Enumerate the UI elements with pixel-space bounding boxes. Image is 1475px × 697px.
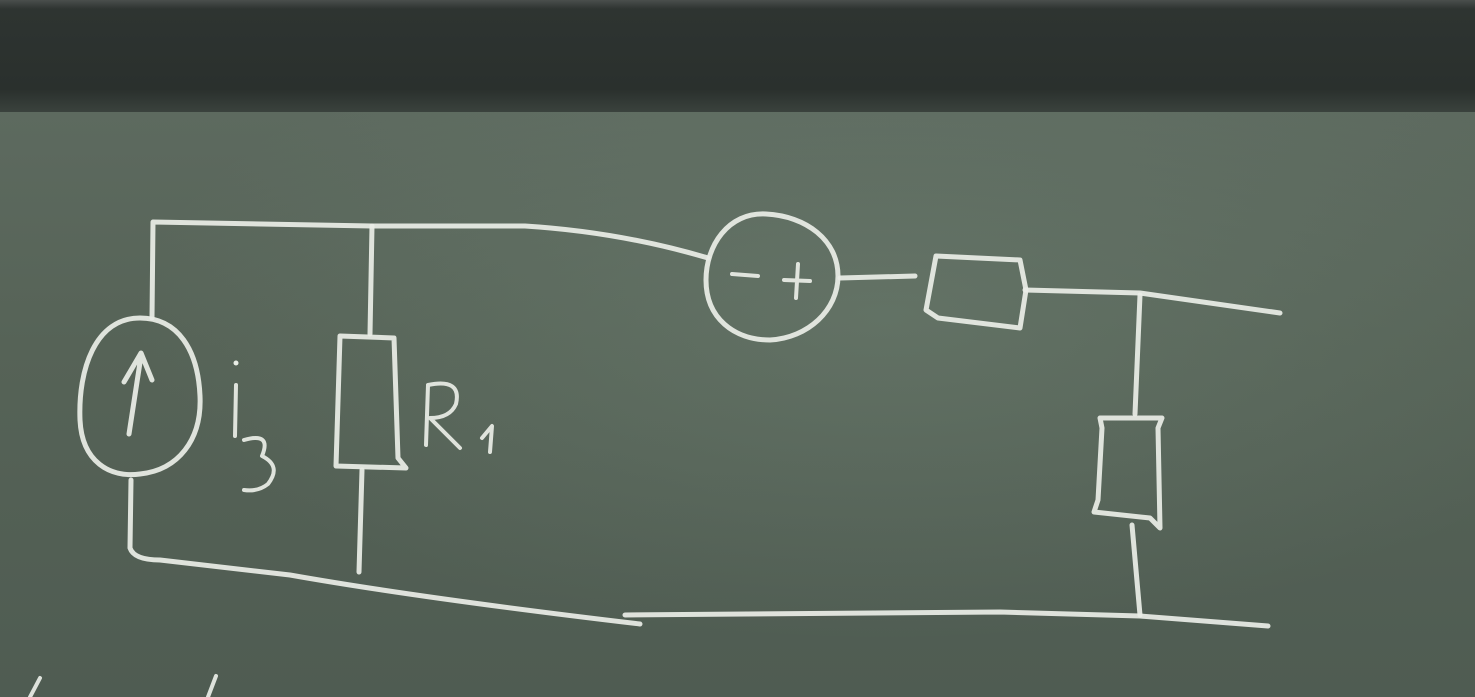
wire-top-left xyxy=(149,219,711,321)
resistor-r1 xyxy=(333,333,409,471)
current-direction-arrow-icon xyxy=(121,350,155,437)
voltage-source-circle xyxy=(703,211,841,343)
resistor-right xyxy=(1091,415,1165,531)
stray-mark-1 xyxy=(28,676,42,697)
resistor-right-body xyxy=(1091,415,1165,531)
wire-r1-bottom xyxy=(356,467,365,575)
plus-sign-icon xyxy=(782,262,812,300)
wires xyxy=(127,219,1283,629)
label-r1-drawing xyxy=(424,381,494,454)
resistor-r1-body xyxy=(333,333,409,471)
wire-top-right xyxy=(1022,287,1283,316)
r1-stroke-1 xyxy=(480,424,494,454)
resistor-series xyxy=(923,253,1029,331)
label-i3-drawing xyxy=(233,360,276,493)
i3-stroke-i xyxy=(233,383,238,438)
wire-bottom-right xyxy=(622,609,1271,629)
minus-sign-icon xyxy=(730,272,760,278)
board-top-frame xyxy=(0,0,1475,112)
wire-source-to-resistor xyxy=(837,273,918,281)
wire-right-resistor-bottom xyxy=(1129,522,1143,618)
chalkboard-surface xyxy=(0,112,1475,697)
stray-chalk-marks xyxy=(28,674,218,697)
i3-stroke-3 xyxy=(242,436,276,493)
current-source xyxy=(77,315,203,478)
wire-right-resistor-top xyxy=(1132,292,1143,417)
r1-stroke-r xyxy=(424,381,462,450)
wire-left-bottom xyxy=(127,477,643,627)
resistor-series-body xyxy=(923,253,1029,331)
voltage-source xyxy=(703,211,841,343)
i3-dot xyxy=(233,360,239,366)
wire-r1-top xyxy=(367,223,375,337)
current-source-circle xyxy=(77,315,203,478)
stray-mark-2 xyxy=(206,674,218,697)
